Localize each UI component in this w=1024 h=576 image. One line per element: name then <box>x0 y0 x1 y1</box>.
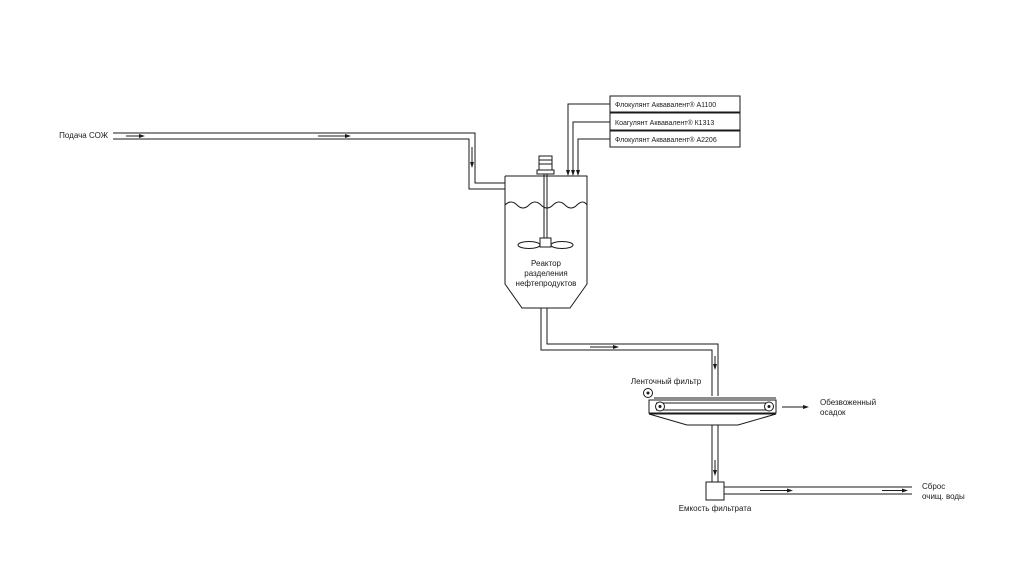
reagent-line-2 <box>571 121 610 176</box>
feed-pipe <box>113 132 505 190</box>
discharge-flow-arrow <box>760 488 793 493</box>
discharge-label-line2: очищ. воды <box>922 492 965 501</box>
reagent-label: Коагулянт Аквавалент® К1313 <box>615 119 714 127</box>
sludge-arrow <box>782 405 809 409</box>
filtrate-tank <box>705 481 725 501</box>
reactor-label-line3: нефтепродуктов <box>516 279 577 288</box>
discharge-pipe <box>724 486 912 495</box>
filtrate-pipe <box>711 425 719 482</box>
reagent-box-1: Флокулянт Аквавалент® А1100 <box>609 95 741 113</box>
reagent-line-1 <box>566 103 610 176</box>
outlet-flow-arrow <box>590 345 619 349</box>
belt-roller-icon <box>764 401 774 412</box>
reactor-label-line1: Реактор <box>531 259 561 268</box>
filtrate-down-arrow <box>713 460 717 476</box>
sludge-label-line1: Обезвоженный <box>820 398 876 407</box>
reagent-box-3: Флокулянт Аквавалент® А2206 <box>609 130 741 148</box>
feed-flow-arrow <box>318 134 351 138</box>
mixer-motor-icon <box>536 155 555 175</box>
reagent-label: Флокулянт Аквавалент® А1100 <box>615 101 716 109</box>
belt-roller-icon <box>643 388 653 398</box>
filter-feed-down-arrow <box>713 356 717 370</box>
belt-filter <box>648 397 777 426</box>
feed-flow-arrow <box>126 134 145 138</box>
reactor-label-line2: разделения <box>524 269 568 278</box>
feed-down-arrow <box>470 147 474 168</box>
filtrate-tank-label: Емкость фильтрата <box>679 504 752 513</box>
mixer-shaft-icon <box>543 174 548 240</box>
belt-roller-icon <box>655 401 665 412</box>
belt-filter-label: Ленточный фильтр <box>631 377 702 386</box>
reagent-box-2: Коагулянт Аквавалент® К1313 <box>609 112 741 131</box>
reactor-outlet-pipe <box>540 308 719 396</box>
feed-label: Подача СОЖ <box>59 131 108 140</box>
reagent-line-3 <box>576 138 610 176</box>
discharge-label-line1: Сброс <box>922 482 945 491</box>
sludge-label-line2: осадок <box>820 408 846 417</box>
reagent-label: Флокулянт Аквавалент® А2206 <box>615 136 717 144</box>
impeller-icon <box>517 237 574 249</box>
discharge-flow-arrow <box>882 488 908 493</box>
